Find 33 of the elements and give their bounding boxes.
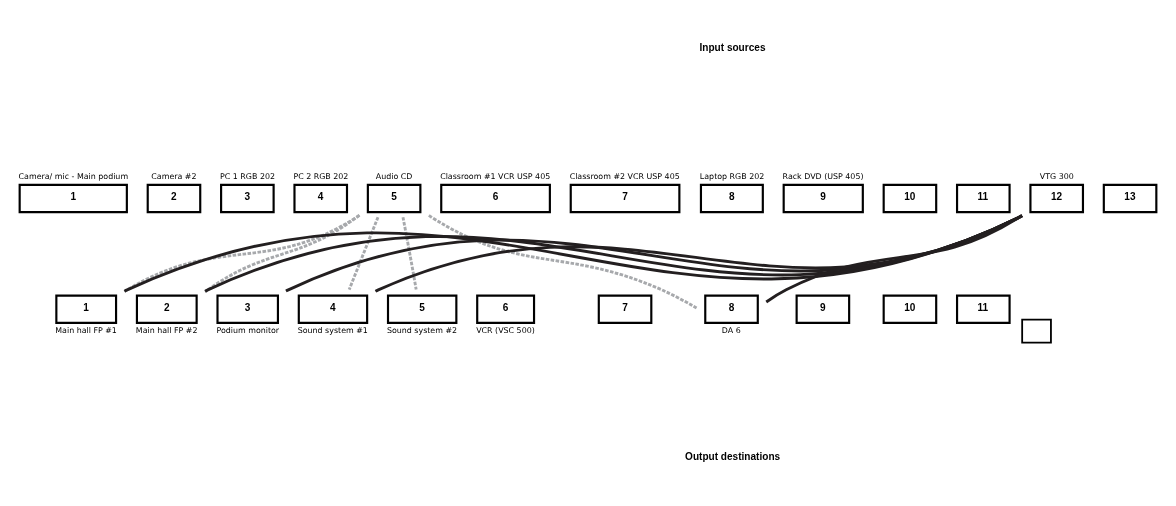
connector <box>428 213 698 309</box>
connector <box>204 213 361 293</box>
node-box: 4 <box>297 294 369 324</box>
node-box: 10 <box>882 183 938 213</box>
node-box: 6 <box>476 294 536 324</box>
node-box: 12 <box>1029 183 1085 213</box>
node-box: 4 <box>293 183 349 213</box>
connector <box>401 216 418 290</box>
node-box: 1 <box>55 294 118 324</box>
node-box: 5 <box>366 183 422 213</box>
node-box: 8 <box>704 294 759 324</box>
connector <box>347 216 380 290</box>
connector <box>123 213 361 293</box>
node-box: 10 <box>882 294 938 324</box>
node-box: 8 <box>699 183 764 213</box>
node-box: 9 <box>795 294 851 324</box>
node-box: 11 <box>955 183 1011 213</box>
node-box: 5 <box>386 294 458 324</box>
connector <box>765 213 1023 303</box>
node-box: 3 <box>220 183 275 213</box>
node-box: 1 <box>18 183 128 213</box>
node-box: 13 <box>1102 183 1158 213</box>
node-box: 7 <box>597 294 653 324</box>
node-box: 3 <box>216 294 279 324</box>
node-box: 11 <box>955 294 1011 324</box>
node-box <box>1021 318 1052 344</box>
node-box: 2 <box>135 294 198 324</box>
node-box: 9 <box>782 183 864 213</box>
node-box: 2 <box>146 183 202 213</box>
node-box: 7 <box>569 183 681 213</box>
node-box: 6 <box>440 183 551 213</box>
label: Output destinations <box>685 450 781 462</box>
label: Input sources <box>699 41 766 53</box>
